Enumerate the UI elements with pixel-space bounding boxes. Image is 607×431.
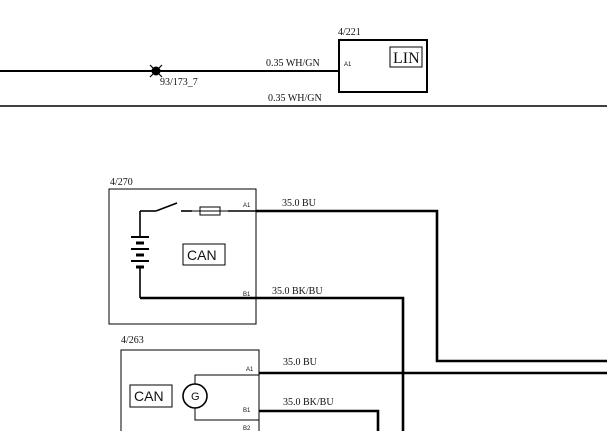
battery-negative-wire-label: 35.0 BK/BU (272, 286, 323, 297)
lin-module-pin-a1: A1 (344, 62, 352, 68)
generator-negative-wire (259, 409, 380, 431)
battery-positive-wire-label: 35.0 BU (282, 198, 317, 209)
generator-unit-pin-b1: B1 (243, 408, 251, 414)
battery-unit-pin-a1: A1 (243, 203, 251, 209)
generator-icon: G (182, 383, 208, 409)
lin-signal-wire-label: 0.35 WH/GN (266, 58, 320, 69)
battery-negative-wire (140, 296, 405, 431)
generator-positive-wire-label: 35.0 BU (283, 357, 318, 368)
fuse-icon (192, 206, 256, 216)
generator-unit-pin-a1: A1 (246, 367, 254, 373)
generator-negative-wire-label: 35.0 BK/BU (283, 397, 334, 408)
battery-icon (131, 211, 149, 298)
splice-ref: 93/173_7 (160, 77, 198, 88)
generator-symbol: G (191, 391, 200, 403)
splice-icon (149, 64, 163, 78)
generator-unit-box (120, 349, 260, 431)
battery-unit-box (108, 188, 257, 325)
generator-unit-label: CAN (134, 388, 164, 404)
battery-unit: 4/270 CAN A1 B1 (108, 177, 257, 325)
battery-unit-pin-b1: B1 (243, 292, 251, 298)
switch-icon (140, 202, 192, 212)
power-wires: 35.0 BU 35.0 BK/BU 35.0 BU 35.0 BK/BU (140, 198, 607, 431)
battery-can-label-box (182, 243, 226, 266)
lin-module-box (338, 39, 428, 93)
generator-unit: 4/263 CAN G A1 B1 B2 (120, 335, 260, 431)
lin-module-ref: 4/221 (338, 27, 361, 38)
lin-section: 93/173_7 0.35 WH/GN 0.35 WH/GN 4/221 A1 … (0, 27, 607, 107)
battery-unit-label: CAN (187, 247, 217, 263)
generator-can-label-box (129, 384, 173, 408)
lin-label-box (389, 46, 423, 68)
battery-unit-ref: 4/270 (110, 177, 133, 188)
lin-bus-lower-wire-label: 0.35 WH/GN (268, 93, 322, 104)
lin-module-label: LIN (393, 50, 420, 67)
battery-positive-wire (256, 209, 607, 363)
generator-unit-pin-b2: B2 (243, 426, 251, 431)
generator-unit-ref: 4/263 (121, 335, 144, 346)
